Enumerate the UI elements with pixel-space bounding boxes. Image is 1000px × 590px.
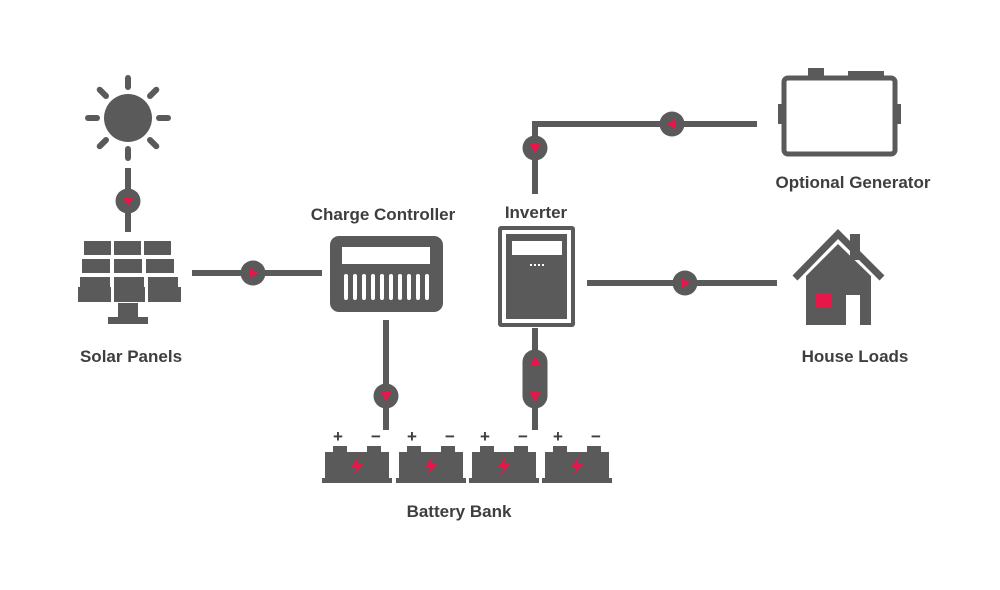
inverter-label: Inverter bbox=[505, 203, 568, 222]
positive-terminal: + bbox=[553, 427, 563, 446]
charge-controller-label: Charge Controller bbox=[311, 205, 456, 224]
negative-terminal: − bbox=[445, 427, 455, 446]
flow-arrow-icon bbox=[522, 135, 548, 161]
optional-generator-label: Optional Generator bbox=[776, 173, 931, 192]
flow-arrow-icon bbox=[240, 260, 266, 286]
house-icon bbox=[792, 229, 885, 325]
battery-bank-label: Battery Bank bbox=[407, 502, 512, 521]
bidirectional-flow-icon bbox=[522, 349, 548, 409]
battery-icon bbox=[469, 446, 539, 483]
battery-icon bbox=[396, 446, 466, 483]
sun-icon bbox=[85, 75, 171, 161]
flow-arrows bbox=[115, 111, 698, 409]
inverter-icon bbox=[498, 226, 575, 327]
positive-terminal: + bbox=[407, 427, 417, 446]
negative-terminal: − bbox=[371, 427, 381, 446]
negative-terminal: − bbox=[591, 427, 601, 446]
positive-terminal: + bbox=[480, 427, 490, 446]
battery-bank: + − + − + − + − bbox=[322, 427, 612, 483]
house-loads-label: House Loads bbox=[802, 347, 909, 366]
charge-controller-icon bbox=[330, 236, 443, 312]
flow-arrow-icon bbox=[373, 383, 399, 409]
negative-terminal: − bbox=[518, 427, 528, 446]
generator-icon bbox=[778, 68, 901, 157]
solar-panel-icon bbox=[78, 241, 181, 324]
flow-arrow-icon bbox=[115, 188, 141, 214]
flow-arrow-icon bbox=[672, 270, 698, 296]
positive-terminal: + bbox=[333, 427, 343, 446]
solar-panels-label: Solar Panels bbox=[80, 347, 182, 366]
battery-icon bbox=[322, 446, 392, 483]
flow-arrow-icon bbox=[659, 111, 685, 137]
battery-icon bbox=[542, 446, 612, 483]
